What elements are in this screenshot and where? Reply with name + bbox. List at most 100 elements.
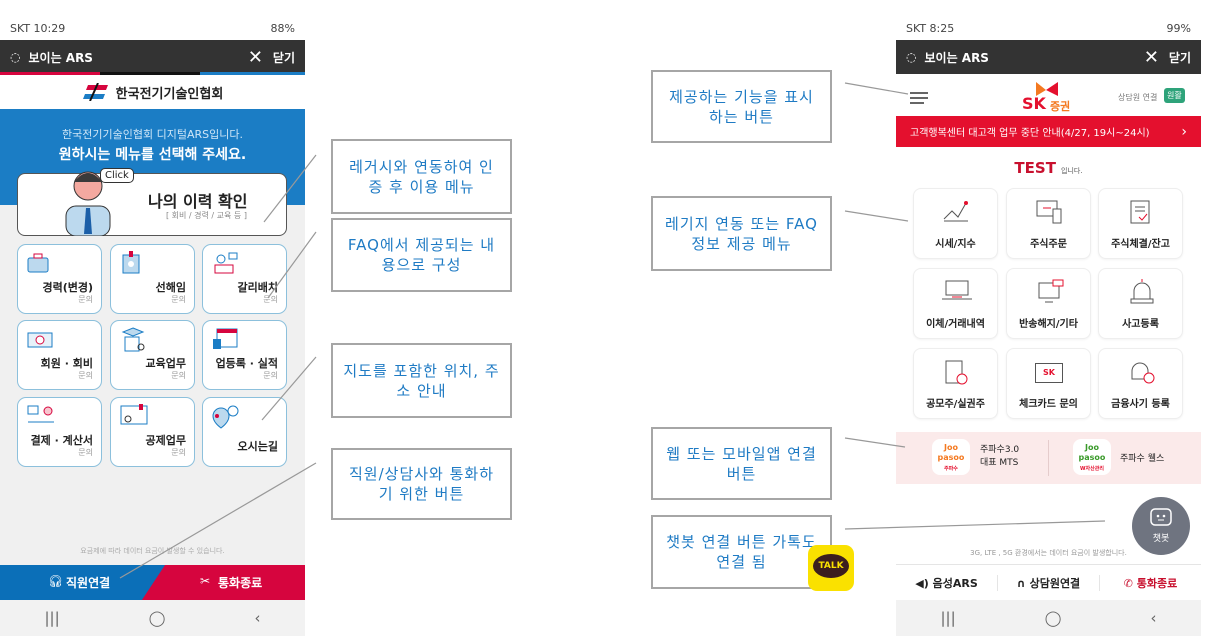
battery-level: 88% (270, 22, 295, 35)
annotation-menu-grid: 레기지 연동 또는 FAQ정보 제공 메뉴 (651, 196, 832, 271)
data-charge-note: 3G, LTE , 5G 환경에서는 데이터 요금이 발생합니다. (970, 549, 1127, 557)
agent-connect-button[interactable]: ∩ 상담원연결 (997, 574, 1100, 591)
end-call-label: 통화종료 (1136, 576, 1178, 590)
bottom-action-bar: ◀︎) 음성ARS ∩ 상담원연결 ✆ 통화종료 (896, 564, 1201, 600)
menu-fraud-report[interactable]: 금융사기 등록 (1098, 348, 1183, 419)
org-logo-bar: 한국전기기술인협회 (0, 75, 305, 109)
speaker-icon: ◀︎) (915, 576, 929, 590)
chatbot-button[interactable]: 챗봇 (1132, 497, 1190, 555)
sk-text: SK (1022, 94, 1046, 113)
menu-stock-order[interactable]: 주식주문 (1006, 188, 1091, 259)
data-charge-note: 요금제에 따라 데이터 요금이 발생할 수 있습니다. (80, 547, 225, 555)
android-nav-bar: ||| ◯ ‹ (896, 600, 1201, 636)
app-logo-sub: 주파수 (944, 466, 958, 472)
back-icon[interactable]: ‹ (254, 609, 261, 627)
menu-label: 공제업무 (145, 434, 186, 447)
prompt-text: 원하시는 메뉴를 선택해 주세요. (58, 147, 247, 163)
home-icon[interactable]: ◯ (148, 609, 166, 627)
hangup-icon: ✂ (200, 574, 211, 588)
annotation-hamburger: 제공하는 기능을 표시하는 버튼 (651, 70, 832, 143)
history-card-title: 나의 이력 확인 (148, 192, 248, 211)
click-bubble: Click (100, 168, 134, 183)
menu-label: 사고등록 (1122, 319, 1159, 330)
close-button[interactable]: 닫기 (272, 50, 295, 65)
menu-return-other[interactable]: 반송해지/기타 (1006, 268, 1091, 339)
menu-label: 회원 · 회비 (40, 357, 93, 370)
history-check-card[interactable]: Click 나의 이력 확인 [ 회비 / 경력 / 교육 등 ] (17, 168, 287, 236)
agent-status-label: 상담원 연결 (1118, 93, 1158, 102)
menu-career[interactable]: 경력(변경)문의 (17, 244, 102, 314)
back-icon[interactable]: ‹ (1150, 609, 1157, 627)
android-nav-bar: ||| ◯ ‹ (0, 600, 305, 636)
menu-directions[interactable]: 오시는길 (202, 397, 287, 467)
menu-transfer-history[interactable]: 이체/거래내역 (913, 268, 998, 339)
menu-label: 주식체결/잔고 (1111, 239, 1170, 250)
notice-banner[interactable]: 고객행복센터 대고객 업무 중단 안내(4/27, 19시~24시) › (896, 116, 1201, 147)
hangup-icon: ✆ (1123, 576, 1133, 590)
document-coin-icon (945, 360, 968, 385)
history-card-subtitle: [ 회비 / 경력 / 교육 등 ] (166, 211, 247, 220)
agent-connect-button[interactable]: 🎧︎ 직원연결 (0, 565, 165, 600)
menu-label: 반송해지/기타 (1019, 319, 1078, 330)
certificate-icon (121, 327, 145, 352)
agent-connect-label: 직원연결 (66, 576, 111, 590)
ars-header: ◌ 보이는 ARS ✕ 닫기 (896, 40, 1201, 74)
close-icon[interactable]: ✕ (1143, 46, 1159, 68)
welcome-text: 한국전기기술인협회 디지털ARS입니다. (62, 128, 243, 141)
annotation-app-links: 웹 또는 모바일앱 연결 버튼 (651, 427, 832, 500)
annotation-faq-menu: FAQ에서 제공되는 내용으로 구성 (331, 218, 512, 292)
annotation-legacy-menu: 레거시와 연동하여 인증 후 이용 메뉴 (331, 139, 512, 214)
document-check-icon (1130, 200, 1150, 224)
jupasu-wealth-link[interactable]: 주파수 웰스 (1120, 454, 1165, 464)
home-icon[interactable]: ◯ (1044, 609, 1062, 627)
recents-icon[interactable]: ||| (940, 609, 956, 627)
menu-label: 주식주문 (1030, 239, 1067, 250)
sk-butterfly-icon (1036, 82, 1058, 96)
menu-label: 갈리배치 (237, 281, 278, 294)
hamburger-menu-icon[interactable] (910, 92, 928, 104)
voice-ars-button[interactable]: ◀︎) 음성ARS (896, 575, 997, 591)
end-call-button[interactable]: ✆ 통화종료 (1100, 575, 1201, 591)
status-time: SKT 8:25 (906, 22, 955, 35)
line-chart-icon (943, 201, 968, 222)
headset-icon: ◌ (906, 50, 917, 64)
menu-quotes[interactable]: 시세/지수 (913, 188, 998, 259)
kakao-talk-text: TALK (813, 554, 849, 578)
menu-sublabel: 문의 (171, 448, 186, 457)
close-icon[interactable]: ✕ (247, 46, 263, 68)
app-logo-sub: W자산관리 (1080, 466, 1104, 472)
map-pin-globe-icon (212, 405, 239, 429)
ars-header: ◌ 보이는 ARS ✕ 닫기 (0, 40, 305, 74)
menu-balance[interactable]: 주식체결/잔고 (1098, 188, 1183, 259)
membership-fee-icon (27, 332, 53, 348)
menu-incident-report[interactable]: 사고등록 (1098, 268, 1183, 339)
kea-logo-icon (82, 83, 108, 101)
close-button[interactable]: 닫기 (1168, 50, 1191, 65)
menu-label: 시세/지수 (935, 239, 976, 250)
greeting: TEST 입니다. (896, 158, 1201, 177)
notice-text: 고객행복센터 대고객 업무 중단 안내(4/27, 19시~24시) (910, 128, 1150, 139)
menu-label: 교육업무 (145, 357, 186, 370)
menu-ipo[interactable]: 공모주/실권주 (913, 348, 998, 419)
user-name: TEST (1014, 159, 1056, 177)
menu-label: 공모주/실권주 (926, 399, 985, 410)
agent-connect-label: 상담원연결 (1029, 576, 1081, 590)
chevron-right-icon: › (1181, 123, 1187, 140)
agent-status-badge: 원활 (1164, 88, 1185, 103)
recents-icon[interactable]: ||| (44, 609, 60, 627)
briefcase-icon (27, 253, 49, 273)
